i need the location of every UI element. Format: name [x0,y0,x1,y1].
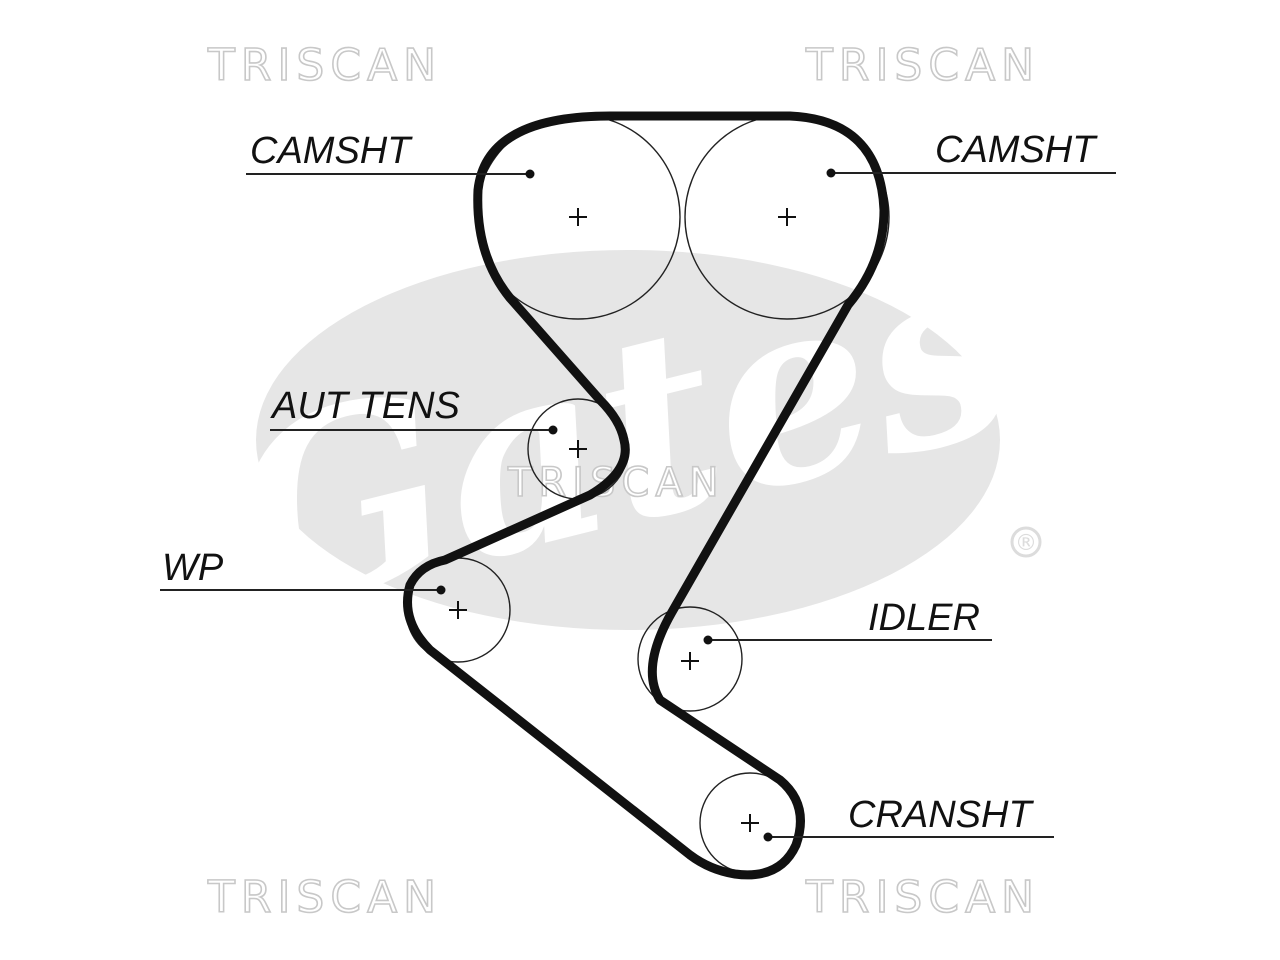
label-auto-tensioner: AUT TENS [270,385,460,427]
label-water-pump: WP [162,547,224,589]
label-camshaft-left: CAMSHT [250,130,413,172]
watermark-bottom-left: TRISCAN [207,872,442,923]
center-cross-camshaft-left [569,208,587,226]
watermark-bottom-right: TRISCAN [805,872,1040,923]
center-cross-water-pump [449,601,467,619]
watermark-top-right: TRISCAN [805,40,1040,91]
triscan-watermarks: TRISCAN TRISCAN TRISCAN TRISCAN TRISCAN [206,39,1040,924]
timing-belt [403,111,889,880]
label-idler: IDLER [868,597,980,639]
leader-dot-auto-tensioner [548,425,558,435]
label-camshaft-right: CAMSHT [935,129,1098,171]
leader-dot-crankshaft [763,832,773,842]
watermark-top-left: TRISCAN [207,40,442,91]
pulley-idler [637,606,743,712]
leader-dot-idler [703,635,713,645]
gates-registered-mark [1010,526,1042,558]
component-labels: CAMSHT CAMSHT AUT TENS WP IDLER CRANSHT [162,129,1098,836]
leader-dot-camshaft-left [525,169,535,179]
gates-registered-symbol: ® [1015,531,1037,556]
leader-lines [160,168,1116,842]
leader-dot-water-pump [436,585,446,595]
pulley-centres [449,208,796,832]
center-cross-idler [681,652,699,670]
center-cross-camshaft-right [778,208,796,226]
center-cross-auto-tensioner [569,440,587,458]
label-crankshaft: CRANSHT [848,794,1034,836]
leader-dot-camshaft-right [826,168,836,178]
center-cross-crankshaft [741,814,759,832]
